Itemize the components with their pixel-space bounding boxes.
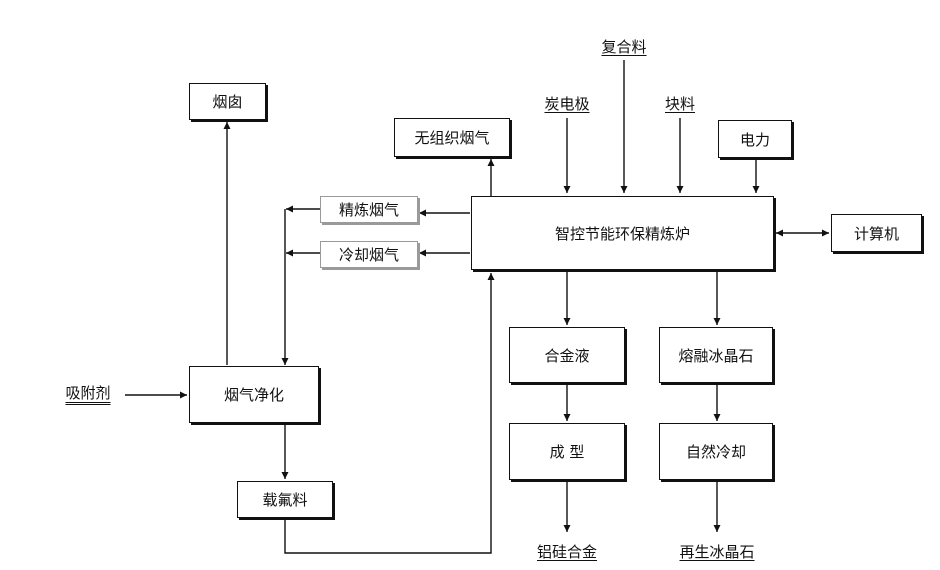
forming-box: 成 型 (509, 423, 625, 480)
al-si-alloy-label: 铝硅合金 (536, 543, 598, 561)
loaded-material-return-line (284, 273, 495, 554)
furnace-box: 智控节能环保精炼炉 (471, 196, 774, 270)
fugitive-flue-gas-box: 无组织烟气 (394, 118, 510, 157)
carbon-electrode-label: 炭电极 (544, 95, 590, 113)
natural-cooling-box: 自然冷却 (659, 423, 773, 480)
power-box: 电力 (718, 120, 792, 158)
alloy-liquid-box: 合金液 (509, 327, 625, 383)
recycled-cryolite-label: 再生冰晶石 (679, 543, 755, 561)
composite-material-label: 复合料 (601, 38, 647, 56)
smoke-stack-box: 烟囱 (189, 83, 266, 120)
lump-material-label: 块料 (664, 95, 696, 113)
molten-cryolite-box: 熔融冰晶石 (659, 327, 773, 383)
cooling-flue-gas-box: 冷却烟气 (320, 241, 418, 268)
fluorine-loaded-material-box: 载氟料 (237, 481, 333, 518)
refining-flue-gas-box: 精炼烟气 (320, 196, 418, 223)
gas-purification-box: 烟气净化 (189, 366, 319, 423)
adsorbent-label: 吸附剂 (65, 384, 111, 405)
computer-box: 计算机 (831, 214, 922, 252)
